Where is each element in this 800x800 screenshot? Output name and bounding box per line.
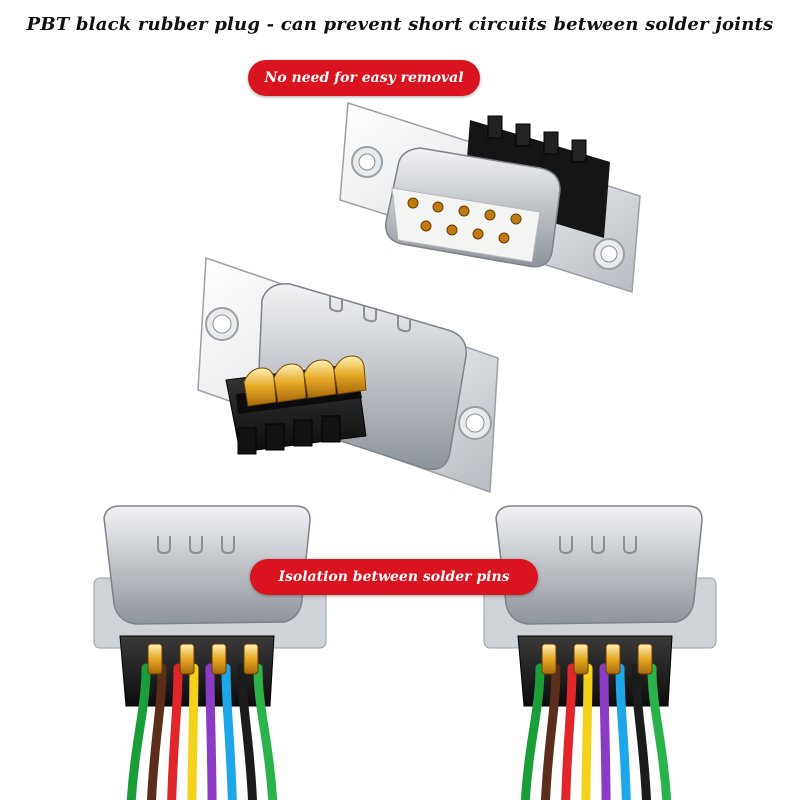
wire <box>561 663 577 800</box>
wires-right <box>520 663 672 800</box>
wire <box>205 663 217 800</box>
wire <box>615 663 631 800</box>
wire <box>631 663 651 800</box>
male-connector-with-plug <box>197 256 499 494</box>
wire <box>147 663 167 800</box>
label-no-easy-removal: No need for easy removal <box>248 60 480 96</box>
wire <box>581 663 593 800</box>
wire <box>541 663 561 800</box>
wires-left <box>126 663 278 800</box>
wired-connector-left <box>93 505 327 800</box>
wire <box>647 663 672 800</box>
wired-connector-right <box>483 505 717 800</box>
gold-solder-pins <box>243 355 367 407</box>
wire <box>187 663 199 800</box>
wire <box>253 663 278 800</box>
socket-holes <box>407 197 522 244</box>
wire <box>520 663 545 800</box>
label-isolation-between-pins: Isolation between solder pins <box>250 559 538 595</box>
wire <box>167 663 183 800</box>
wire <box>599 663 611 800</box>
female-connector <box>339 101 641 293</box>
wire <box>126 663 151 800</box>
headline: PBT black rubber plug - can prevent shor… <box>26 14 774 35</box>
wire <box>237 663 257 800</box>
wire <box>221 663 237 800</box>
